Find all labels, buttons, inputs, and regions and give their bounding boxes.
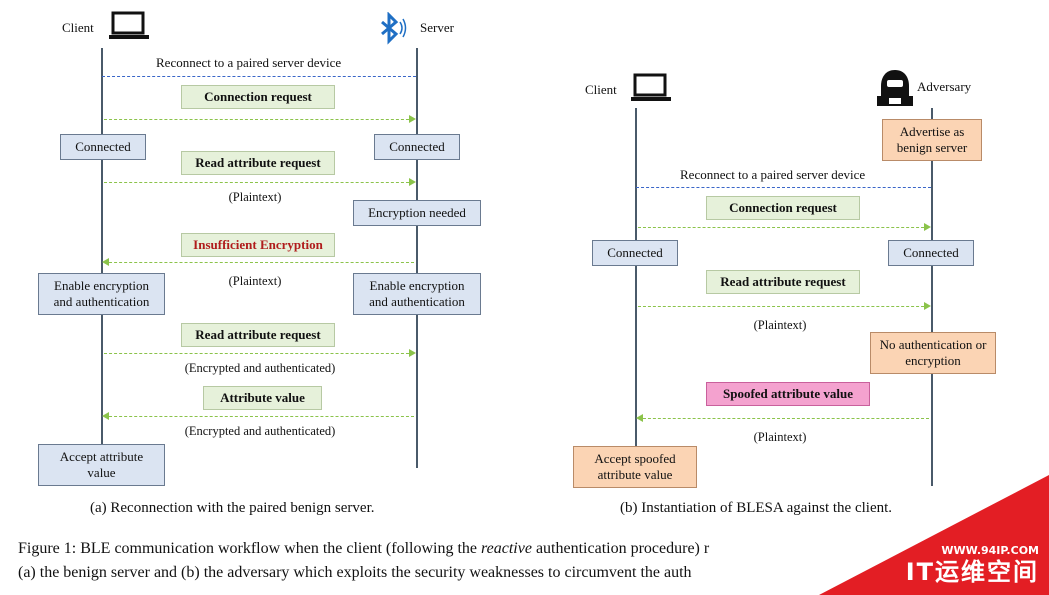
caption-a: (a) Reconnection with the paired benign … bbox=[90, 500, 375, 516]
encrypted-label: (Encrypted and authenticated) bbox=[184, 361, 336, 375]
insufficient-encryption-message: Insufficient Encryption bbox=[181, 233, 335, 257]
watermark-triangle bbox=[819, 475, 1049, 595]
read-request-message: Read attribute request bbox=[706, 270, 860, 294]
reconnect-line bbox=[102, 76, 416, 77]
bluetooth-icon bbox=[381, 12, 407, 45]
client-enable-state: Enable encryption and authentication bbox=[38, 273, 165, 315]
figure-caption-em: reactive bbox=[481, 540, 532, 557]
client-connected-state: Connected bbox=[60, 134, 146, 160]
plaintext-label: (Plaintext) bbox=[753, 430, 807, 444]
connection-request-message: Connection request bbox=[181, 85, 335, 109]
read-request-message: Read attribute request bbox=[181, 323, 335, 347]
client-label: Client bbox=[62, 20, 94, 35]
adversary-label: Adversary bbox=[917, 79, 972, 94]
laptop-icon bbox=[631, 73, 671, 101]
reconnect-line bbox=[636, 187, 931, 188]
figure-caption-pre: Figure 1: BLE communication workflow whe… bbox=[18, 540, 482, 557]
client-connected-state: Connected bbox=[592, 240, 678, 266]
no-auth-state: No authentication or encryption bbox=[870, 332, 996, 374]
connection-request-message: Connection request bbox=[706, 196, 860, 220]
reconnect-text: Reconnect to a paired server device bbox=[156, 55, 342, 70]
adversary-lifeline bbox=[931, 108, 933, 486]
adversary-icon bbox=[877, 70, 913, 106]
advertise-state: Advertise as benign server bbox=[882, 119, 982, 161]
server-connected-state: Connected bbox=[374, 134, 460, 160]
laptop-icon bbox=[109, 11, 149, 39]
figure-caption-post: authentication procedure) r bbox=[531, 540, 710, 557]
encrypted-label: (Encrypted and authenticated) bbox=[184, 424, 336, 438]
server-enable-state: Enable encryption and authentication bbox=[353, 273, 481, 315]
attribute-value-message: Attribute value bbox=[203, 386, 322, 410]
accept-attribute-state: Accept attribute value bbox=[38, 444, 165, 486]
watermark-url: WWW.94IP.COM bbox=[941, 544, 1039, 557]
adversary-connected-state: Connected bbox=[888, 240, 974, 266]
arrow-left bbox=[636, 414, 929, 422]
read-request-message: Read attribute request bbox=[181, 151, 335, 175]
spoofed-value-message: Spoofed attribute value bbox=[706, 382, 870, 406]
arrow-right bbox=[638, 302, 931, 310]
arrow-right bbox=[104, 178, 416, 186]
plaintext-label: (Plaintext) bbox=[228, 274, 282, 288]
client-label: Client bbox=[585, 82, 617, 97]
arrow-right bbox=[638, 223, 931, 231]
plaintext-label: (Plaintext) bbox=[228, 190, 282, 204]
arrow-left bbox=[102, 412, 414, 420]
arrow-right bbox=[104, 115, 416, 123]
arrow-right bbox=[104, 349, 416, 357]
arrow-left bbox=[102, 258, 414, 266]
reconnect-text: Reconnect to a paired server device bbox=[680, 167, 866, 182]
plaintext-label: (Plaintext) bbox=[753, 318, 807, 332]
accept-spoofed-state: Accept spoofed attribute value bbox=[573, 446, 697, 488]
figure-caption-line2: (a) the benign server and (b) the advers… bbox=[18, 564, 692, 581]
encryption-needed-state: Encryption needed bbox=[353, 200, 481, 226]
watermark-name: IT运维空间 bbox=[905, 558, 1039, 586]
client-lifeline bbox=[635, 108, 637, 460]
watermark: WWW.94IP.COM IT运维空间 bbox=[819, 475, 1049, 595]
server-lifeline bbox=[416, 48, 418, 468]
figure-caption-line1: Figure 1: BLE communication workflow whe… bbox=[18, 540, 709, 558]
server-label: Server bbox=[420, 20, 454, 35]
